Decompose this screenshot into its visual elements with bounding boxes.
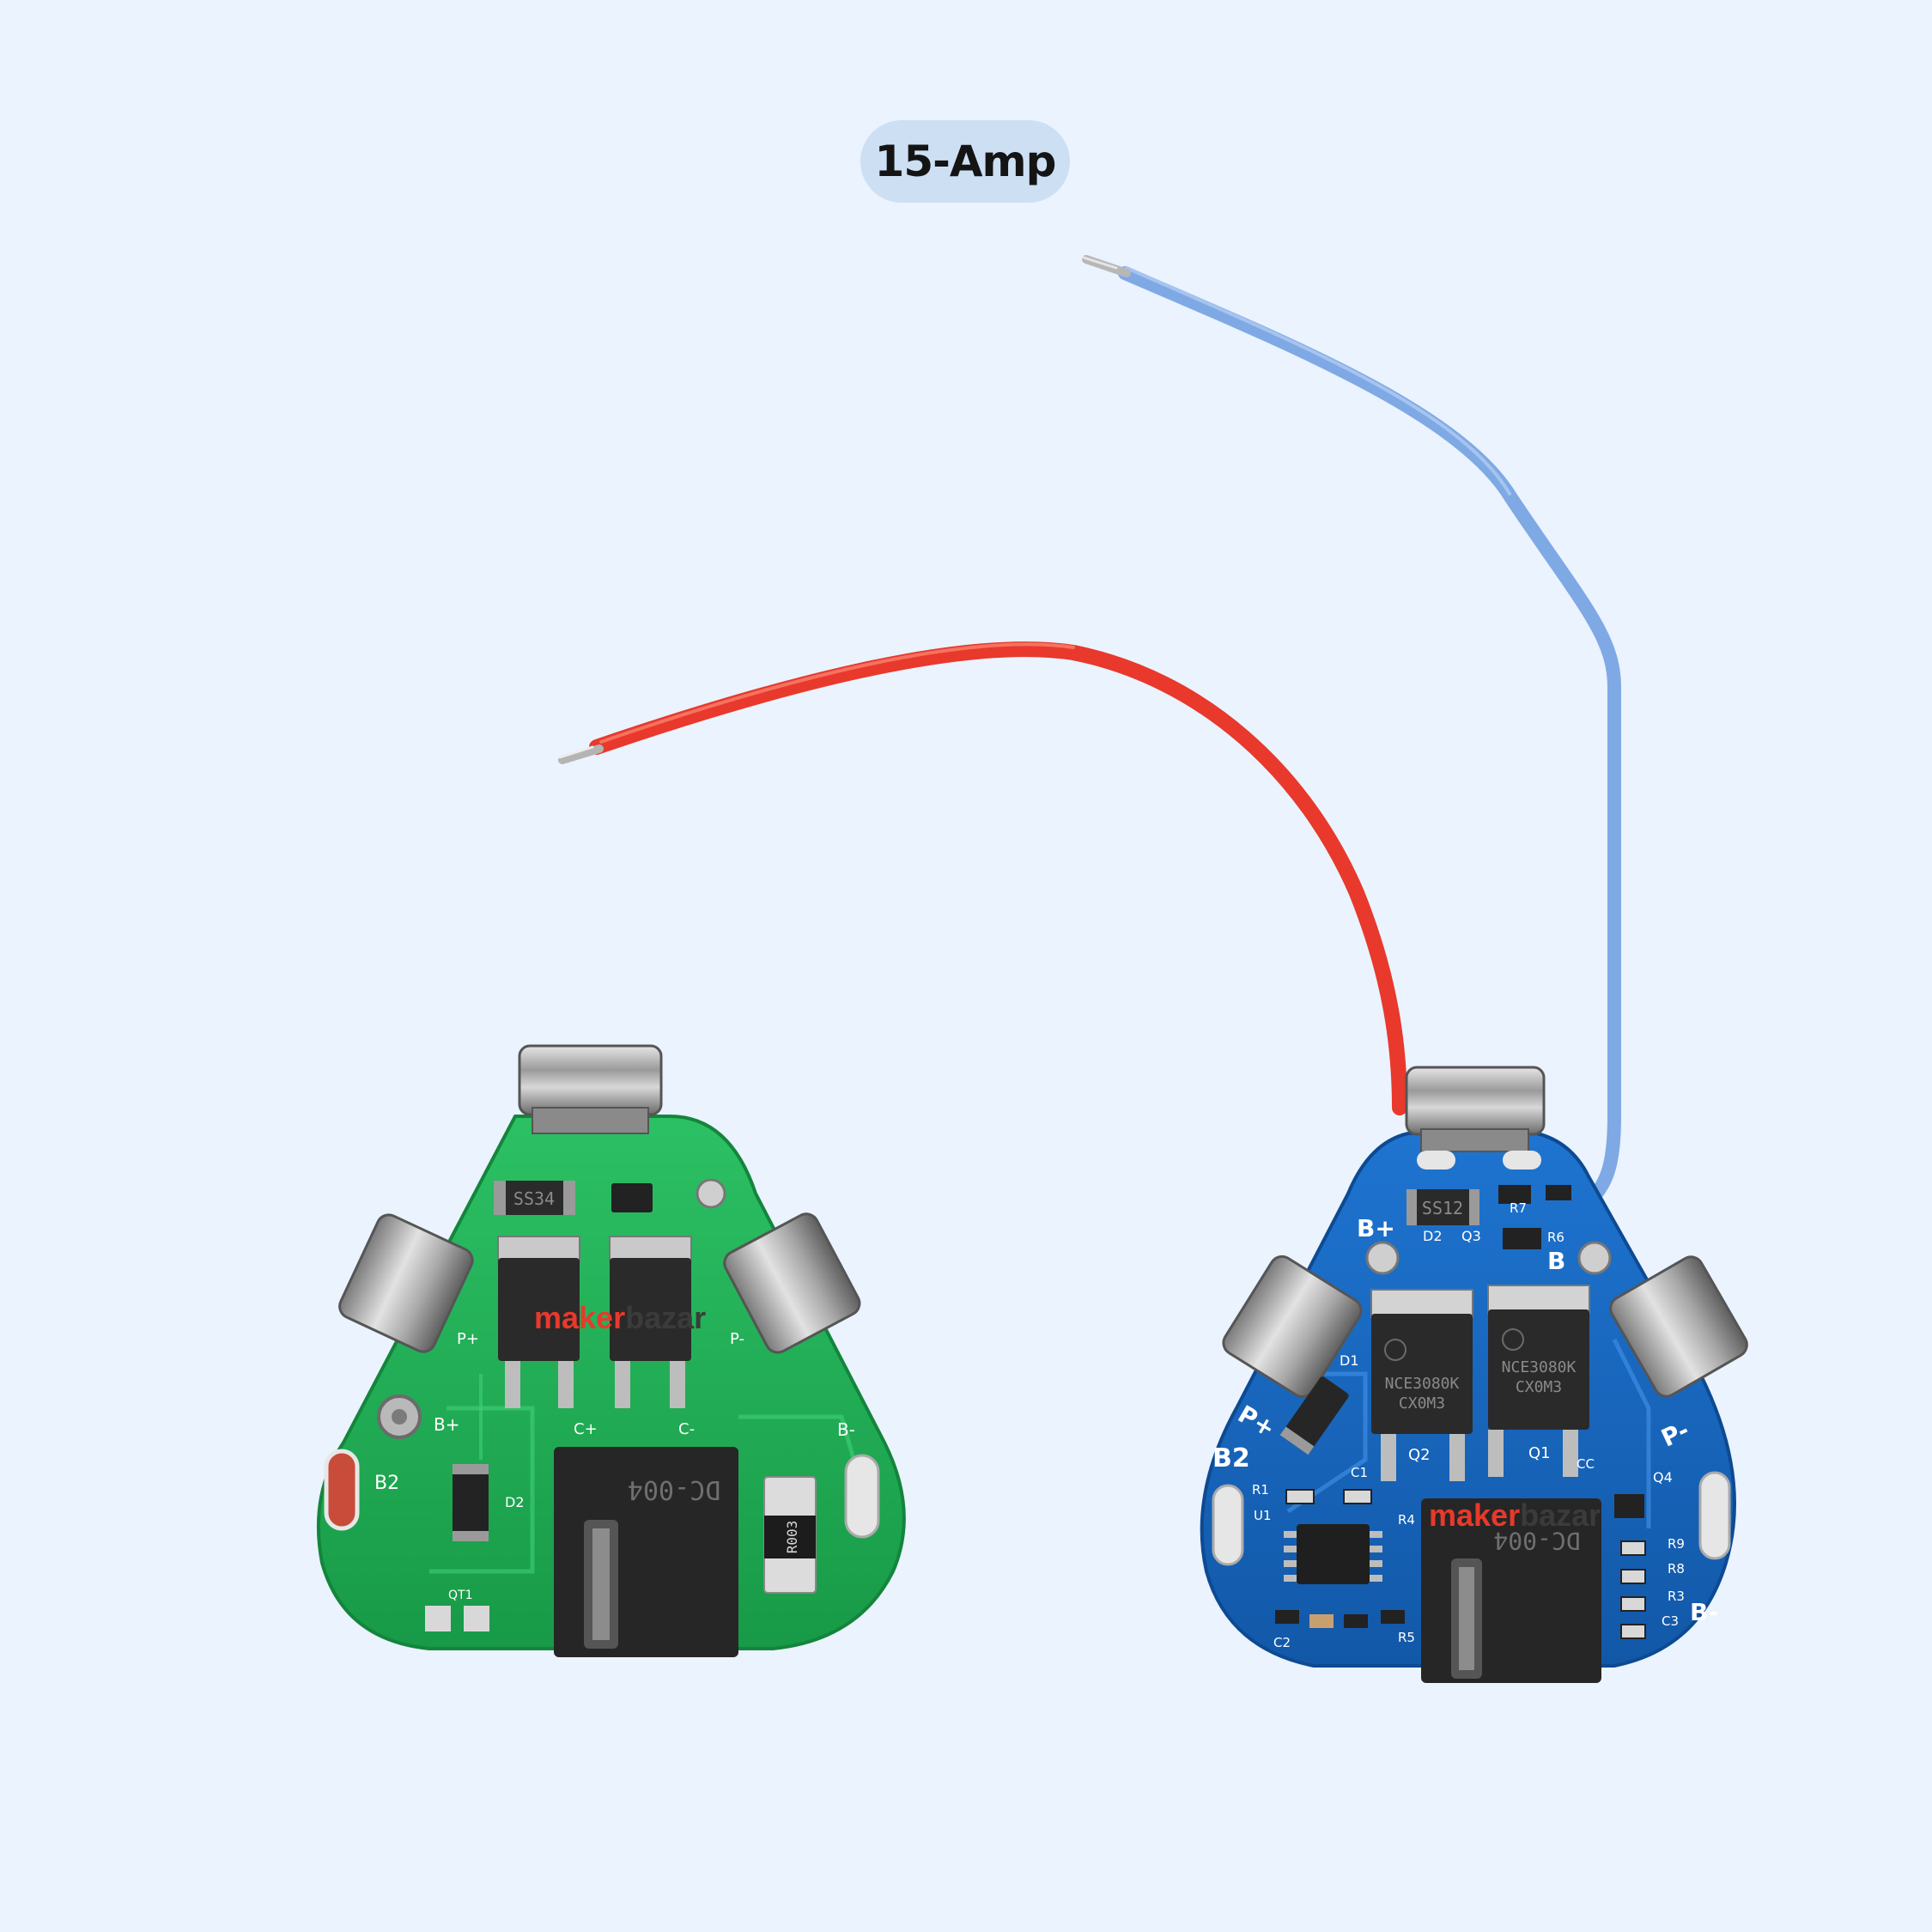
svg-text:CC: CC	[1577, 1456, 1595, 1472]
svg-text:B-: B-	[837, 1419, 855, 1440]
red-wire	[558, 641, 1407, 1115]
svg-text:CX0M3: CX0M3	[1516, 1378, 1562, 1396]
svg-text:B: B	[1547, 1247, 1565, 1275]
svg-text:R5: R5	[1398, 1630, 1415, 1645]
green-mosfet-1	[497, 1236, 580, 1408]
ss12-chip	[1406, 1189, 1479, 1225]
svg-text:R8: R8	[1668, 1561, 1685, 1577]
svg-text:R6: R6	[1547, 1230, 1564, 1245]
svg-text:C1: C1	[1351, 1465, 1368, 1480]
svg-text:R003: R003	[784, 1521, 800, 1554]
blue-u1-ic	[1284, 1524, 1382, 1584]
left-terminal	[338, 1213, 474, 1353]
svg-text:B+: B+	[434, 1414, 459, 1435]
blue-top-terminal	[1405, 1066, 1546, 1136]
svg-text:B-: B-	[1690, 1598, 1718, 1626]
svg-text:CX0M3: CX0M3	[1399, 1394, 1445, 1413]
svg-text:SS12: SS12	[1422, 1198, 1463, 1218]
svg-text:Q2: Q2	[1408, 1446, 1431, 1464]
blue-dc004-connector: DC-004	[1421, 1498, 1601, 1683]
svg-text:Q3: Q3	[1461, 1228, 1481, 1244]
green-mosfet-2	[609, 1236, 692, 1408]
blue-bms-board: SS12 NCE3080K CX0M3 NCE3080K CX0M3	[1200, 1066, 1748, 1683]
svg-text:D2: D2	[1423, 1228, 1443, 1244]
svg-text:NCE3080K: NCE3080K	[1502, 1358, 1577, 1376]
svg-text:C2: C2	[1273, 1635, 1291, 1650]
svg-text:DC-004: DC-004	[1493, 1527, 1580, 1555]
top-terminal	[518, 1044, 663, 1116]
svg-text:C3: C3	[1662, 1613, 1679, 1629]
blue-mosfet-1: NCE3080K CX0M3	[1370, 1289, 1473, 1481]
right-terminal	[723, 1212, 861, 1354]
svg-text:NCE3080K: NCE3080K	[1385, 1375, 1460, 1393]
amperage-label: 15-Amp	[860, 120, 1070, 203]
blue-mosfet-2: NCE3080K CX0M3	[1487, 1285, 1590, 1477]
green-dc004-connector: DC-004	[554, 1447, 738, 1657]
svg-text:R4: R4	[1398, 1512, 1415, 1528]
svg-text:R1: R1	[1252, 1482, 1269, 1498]
svg-text:B2: B2	[374, 1473, 399, 1494]
svg-text:DC-004: DC-004	[628, 1474, 720, 1504]
svg-text:SS34: SS34	[513, 1188, 555, 1209]
svg-text:D1: D1	[1340, 1352, 1359, 1369]
svg-text:R9: R9	[1668, 1536, 1685, 1552]
blue-left-terminal	[1222, 1255, 1363, 1399]
svg-text:R7: R7	[1510, 1200, 1527, 1216]
svg-text:B2: B2	[1212, 1443, 1250, 1473]
svg-text:P-: P-	[730, 1330, 744, 1348]
green-r003-resistor: R003	[763, 1476, 817, 1594]
blue-board-watermark: makerbazar	[1429, 1498, 1601, 1533]
svg-text:Q4: Q4	[1653, 1469, 1673, 1485]
svg-text:C-: C-	[678, 1420, 695, 1438]
svg-text:Q1: Q1	[1528, 1444, 1551, 1462]
svg-text:B+: B+	[1357, 1214, 1395, 1242]
svg-text:C+: C+	[574, 1420, 598, 1438]
blue-right-terminal	[1609, 1255, 1748, 1398]
green-board-watermark: makerbazar	[534, 1300, 706, 1335]
svg-text:R3: R3	[1668, 1589, 1685, 1604]
green-bms-board: SS34	[316, 1044, 906, 1657]
svg-text:D2: D2	[505, 1494, 525, 1510]
svg-text:U1: U1	[1254, 1508, 1272, 1523]
svg-text:P+: P+	[457, 1330, 479, 1348]
svg-text:QT1: QT1	[448, 1589, 472, 1602]
blue-wire	[1082, 255, 1622, 1209]
ss34-chip	[494, 1181, 575, 1215]
